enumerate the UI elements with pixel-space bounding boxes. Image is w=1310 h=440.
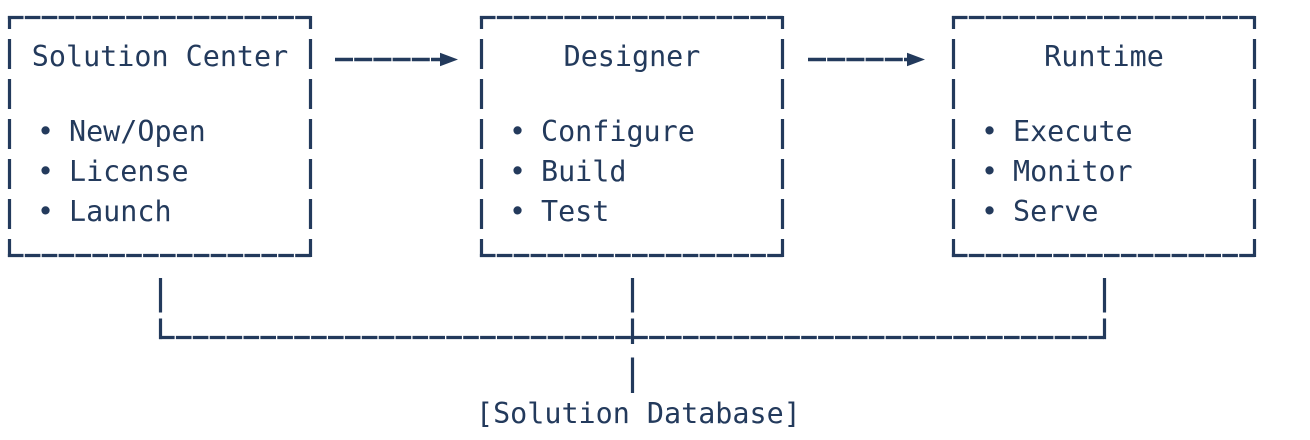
arrow-solution-center-to-designer [335, 52, 458, 67]
solution-center-box-border [7, 15, 313, 258]
solution-center-box-title: Solution Center [31, 40, 289, 73]
list-item: • New/Open [35, 112, 206, 152]
solution-database-label: [Solution Database] [476, 397, 801, 430]
bullet-icon: • [37, 195, 55, 228]
arrow-designer-to-runtime [808, 52, 925, 67]
designer-bullet-list: • Configure • Build • Test [507, 112, 695, 232]
list-item-label: License [69, 155, 189, 188]
list-item-label: New/Open [69, 115, 206, 148]
list-item-label: Build [541, 155, 627, 188]
list-item-label: Monitor [1013, 155, 1133, 188]
list-item-label: Test [541, 195, 610, 228]
list-item: • Execute [979, 112, 1133, 152]
bullet-icon: • [981, 115, 999, 148]
list-item: • Launch [35, 192, 206, 232]
list-item-label: Configure [541, 115, 695, 148]
list-item: • Serve [979, 192, 1133, 232]
bullet-icon: • [509, 195, 527, 228]
arrow-head-icon [440, 52, 458, 67]
runtime-box-title: Runtime [1044, 40, 1164, 73]
list-item: • Monitor [979, 152, 1133, 192]
list-item: • Build [507, 152, 695, 192]
runtime-bullet-list: • Execute • Monitor • Serve [979, 112, 1133, 232]
designer-box-title: Designer [563, 40, 701, 73]
list-item-label: Serve [1013, 195, 1099, 228]
bullet-icon: • [981, 195, 999, 228]
runtime-box-border [951, 15, 1257, 258]
designer-box-border [479, 15, 785, 258]
list-item: • Configure [507, 112, 695, 152]
bullet-icon: • [509, 155, 527, 188]
bullet-icon: • [37, 115, 55, 148]
database-connector-lines [158, 278, 1107, 393]
arrow-head-icon [907, 52, 925, 67]
list-item: • Test [507, 192, 695, 232]
bullet-icon: • [509, 115, 527, 148]
bullet-icon: • [37, 155, 55, 188]
bullet-icon: • [981, 155, 999, 188]
solution-center-bullet-list: • New/Open • License • Launch [35, 112, 206, 232]
list-item: • License [35, 152, 206, 192]
list-item-label: Launch [69, 195, 172, 228]
list-item-label: Execute [1013, 115, 1133, 148]
